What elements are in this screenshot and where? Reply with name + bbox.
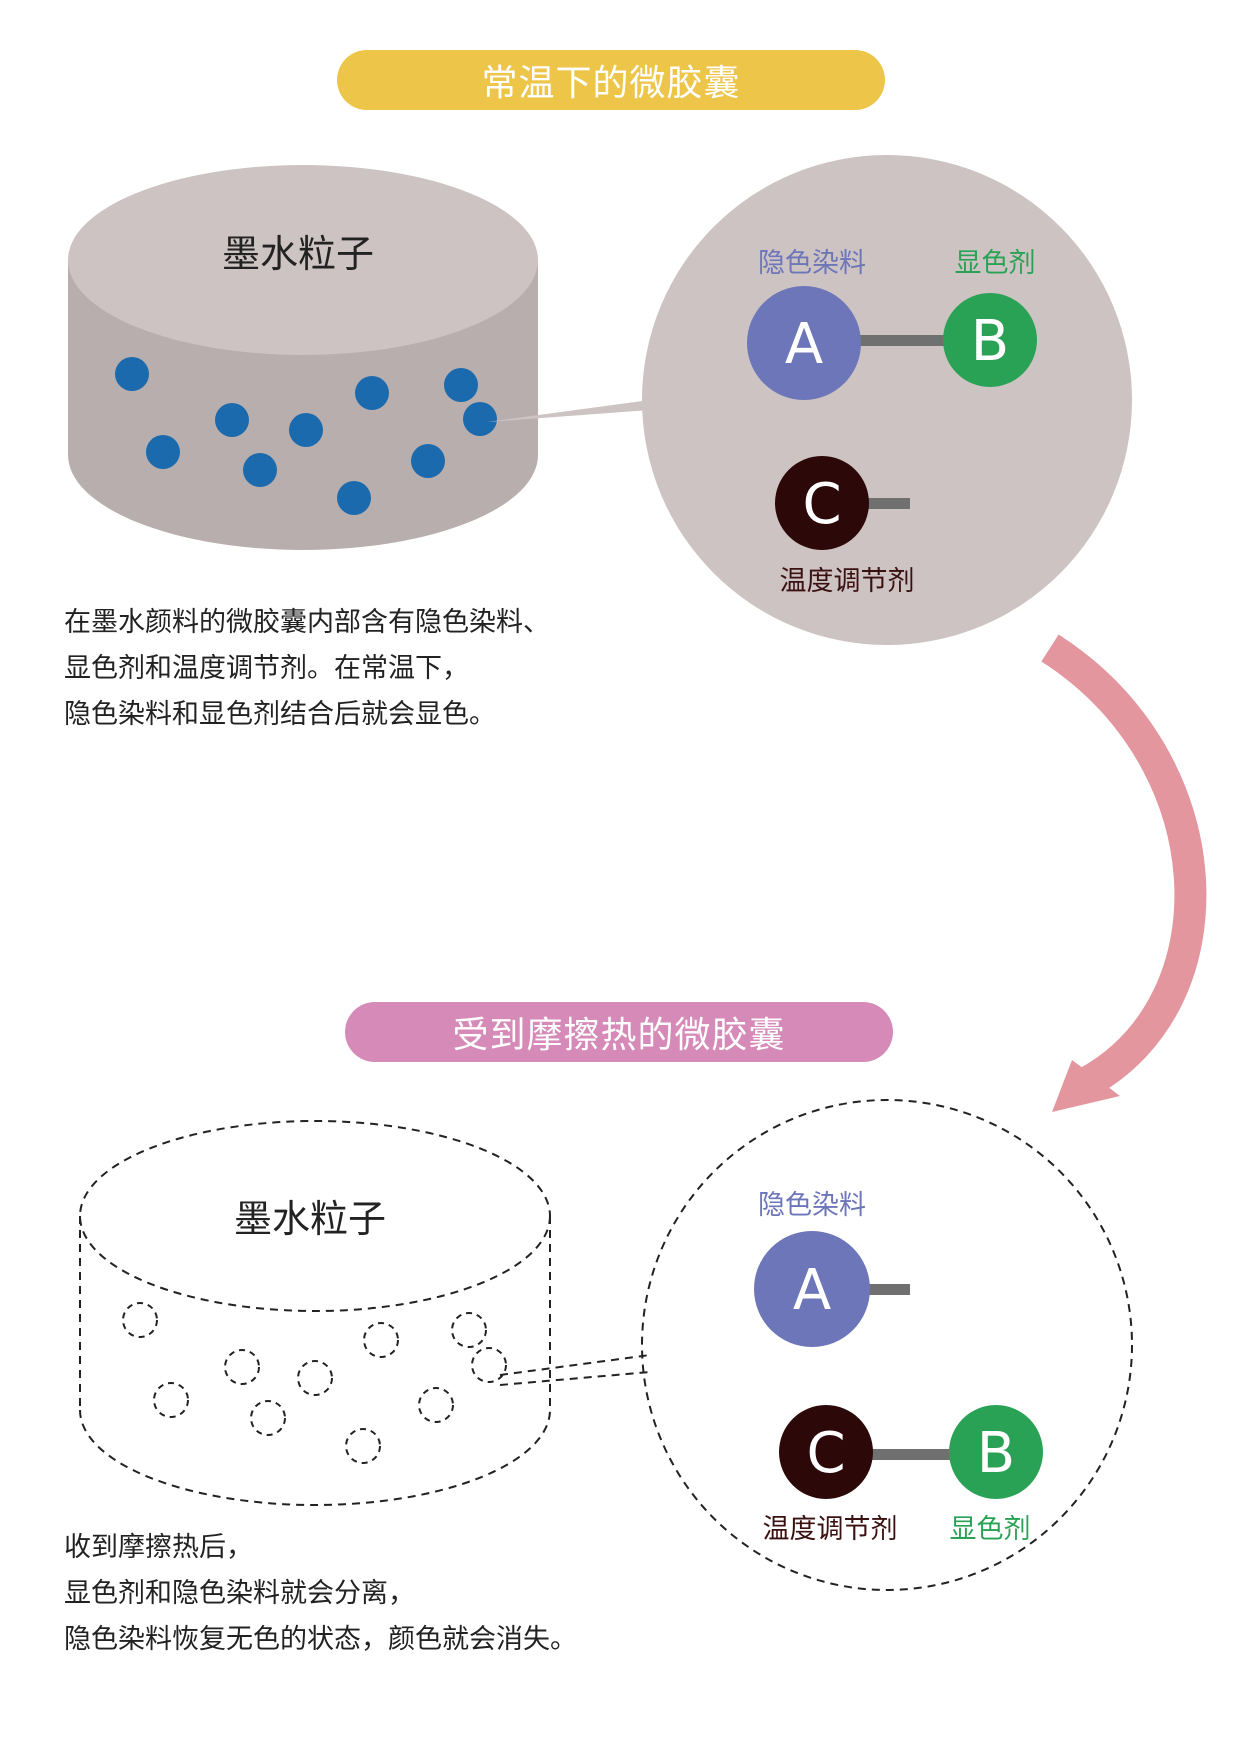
pigment-dot [444,368,478,402]
dye-label-heated: 隐色染料 [758,1190,866,1221]
pigment-dot-dashed [224,1349,260,1385]
pigment-dot-dashed [451,1312,487,1348]
pigment-dot-dashed [122,1302,158,1338]
pigment-dot [463,402,497,436]
pigment-dots-dashed [122,1302,507,1464]
pigment-dot [243,453,277,487]
node-c-letter: C [802,472,841,537]
zoom-connector [487,400,650,422]
zoom-circle [642,155,1132,645]
transition-arrowhead [1052,1060,1120,1112]
description-line: 在墨水颜料的微胶囊内部含有隐色染料、 [64,607,550,638]
pigment-dot-dashed [345,1428,381,1464]
description-line: 隐色染料和显色剂结合后就会显色。 [64,699,496,730]
regulator-node-c [775,456,869,550]
regulator-label-heated: 温度调节剂 [763,1514,898,1545]
bond-a-stub [860,1284,910,1295]
pigment-dot-dashed [250,1400,286,1436]
pigment-dots [115,357,497,515]
developer-node-b-heated [949,1405,1043,1499]
pigment-dot [115,357,149,391]
dye-label: 隐色染料 [758,248,866,279]
pigment-dot-dashed [153,1382,189,1418]
developer-label: 显色剂 [955,248,1036,279]
normal-title: 常温下的微胶囊 [481,63,741,104]
node-a-letter: A [785,312,823,377]
developer-label-heated: 显色剂 [950,1514,1031,1545]
normal-title-pill: 常温下的微胶囊 [337,50,885,110]
node-b-letter-heated: B [977,1421,1015,1486]
bond-a-b [850,335,950,346]
node-a-letter-heated: A [793,1258,831,1323]
pigment-dot [337,481,371,515]
node-b-letter: B [971,309,1009,374]
transition-arrow [1041,634,1207,1096]
zoom-circle-dashed [641,1099,1133,1591]
dye-node-a-heated [754,1231,870,1347]
particle-label-heated: 墨水粒子 [234,1197,386,1241]
regulator-label: 温度调节剂 [780,566,915,597]
node-c-letter-heated: C [806,1421,845,1486]
pigment-dot-dashed [297,1360,333,1396]
pigment-dot-dashed [418,1387,454,1423]
pigment-dot-dashed [471,1347,507,1383]
ink-particle-cylinder-dashed [79,1120,551,1506]
heated-title-pill: 受到摩擦热的微胶囊 [345,1002,893,1062]
cylinder-top [68,165,538,355]
developer-node-b [943,293,1037,387]
pigment-dot [289,413,323,447]
description-line: 显色剂和温度调节剂。在常温下， [64,653,469,684]
description-line: 隐色染料恢复无色的状态，颜色就会消失。 [64,1624,577,1655]
pigment-dot [411,444,445,478]
regulator-node-c-heated [779,1405,873,1499]
dye-node-a [747,286,861,400]
bond-c-stub [860,498,910,509]
heated-description: 收到摩擦热后， 显色剂和隐色染料就会分离， 隐色染料恢复无色的状态，颜色就会消失… [64,1525,577,1663]
description-line: 收到摩擦热后， [64,1532,253,1563]
bond-c-b [865,1449,970,1460]
pigment-dot [355,376,389,410]
description-line: 显色剂和隐色染料就会分离， [64,1578,415,1609]
ink-particle-cylinder [68,165,538,550]
heated-title: 受到摩擦热的微胶囊 [452,1015,786,1056]
zoom-connector-dashed [499,1354,651,1386]
pigment-dot [146,435,180,469]
particle-label: 墨水粒子 [222,232,374,276]
pigment-dot [215,403,249,437]
pigment-dot-dashed [363,1322,399,1358]
normal-description: 在墨水颜料的微胶囊内部含有隐色染料、 显色剂和温度调节剂。在常温下， 隐色染料和… [64,600,550,738]
